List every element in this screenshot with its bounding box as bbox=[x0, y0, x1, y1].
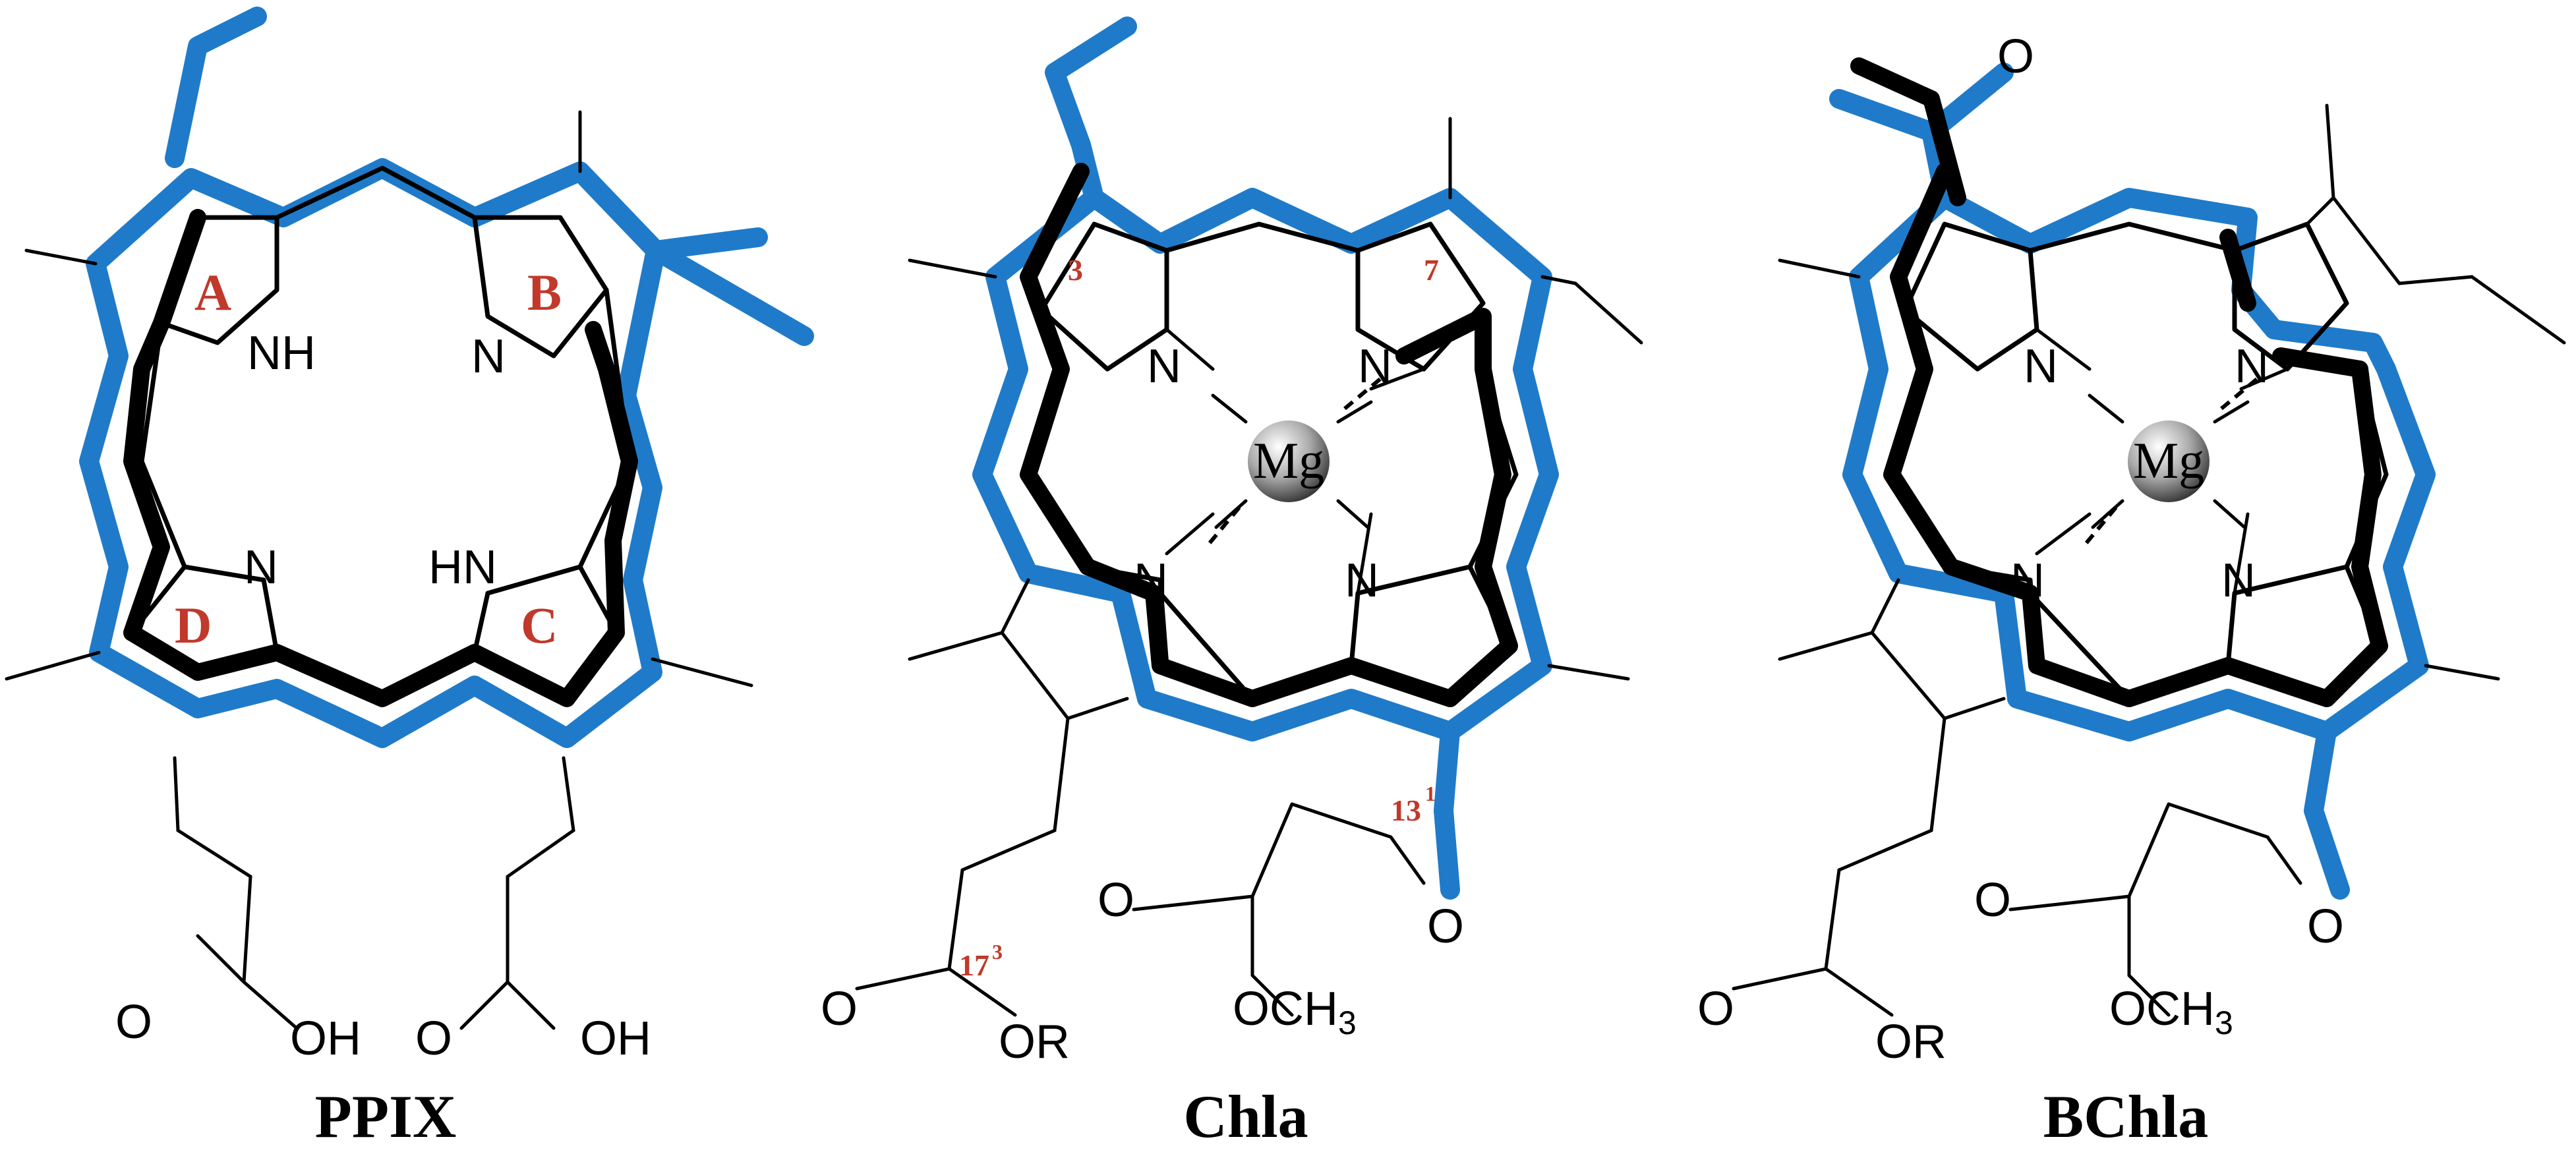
chla-keto-o: O bbox=[1427, 900, 1464, 953]
ppix-acid1-oh: OH bbox=[290, 1012, 361, 1065]
bchla-or: OR bbox=[1875, 1016, 1947, 1068]
ring-label-b: B bbox=[527, 264, 562, 321]
bchla-keto-o: O bbox=[2307, 900, 2344, 953]
bchla-och3: OCH3 bbox=[2109, 983, 2233, 1041]
chla-ester-o: O bbox=[1098, 874, 1134, 927]
ppix-hn-bottom: HN bbox=[428, 541, 497, 594]
chla-pos-7: 7 bbox=[1424, 253, 1439, 287]
chla-mg-label: Mg bbox=[1253, 432, 1324, 489]
chla-acid-o: O bbox=[821, 983, 858, 1035]
bchla-structure: Mg O N N N N O O OCH3 O OR bbox=[1697, 30, 2566, 1068]
bchla-ester-o: O bbox=[1974, 874, 2011, 927]
bchla-mg-label: Mg bbox=[2133, 432, 2204, 489]
ring-label-c: C bbox=[521, 596, 558, 654]
ppix-n-bottom: N bbox=[244, 541, 278, 594]
chla-pos-17-sup: 3 bbox=[992, 940, 1003, 964]
ppix-n-top: N bbox=[471, 330, 506, 383]
chla-och3: OCH3 bbox=[1233, 983, 1357, 1041]
bchla-n-br: N bbox=[2221, 554, 2256, 607]
caption-ppix: PPIX bbox=[315, 1083, 457, 1150]
bchla-n-tr: N bbox=[2235, 340, 2269, 393]
ring-label-d: D bbox=[175, 596, 212, 654]
chla-pos-3: 3 bbox=[1068, 253, 1083, 287]
bchla-mg-atom bbox=[2128, 420, 2210, 502]
chla-mg-atom bbox=[1248, 420, 1330, 502]
chla-n-br: N bbox=[1345, 554, 1379, 607]
caption-chla: Chla bbox=[1183, 1083, 1308, 1150]
bchla-acid-o: O bbox=[1697, 983, 1734, 1035]
chla-n-tl: N bbox=[1147, 340, 1181, 393]
ppix-nh-top: NH bbox=[247, 327, 316, 380]
chla-pos-13-sup: 1 bbox=[1425, 782, 1436, 805]
chla-or: OR bbox=[999, 1016, 1070, 1068]
chla-n-tr: N bbox=[1358, 340, 1392, 393]
chla-pos-17: 17 bbox=[959, 948, 989, 982]
chla-n-bl: N bbox=[1134, 554, 1168, 607]
ring-label-a: A bbox=[194, 264, 231, 321]
ppix-structure: A B C D NH N N HN O OH O OH bbox=[5, 7, 814, 1065]
caption-bchla: BChla bbox=[2043, 1083, 2209, 1150]
chla-pos-13: 13 bbox=[1391, 794, 1421, 827]
bchla-n-tl: N bbox=[2024, 340, 2058, 393]
chla-structure: Mg N N N N 3 7 13 1 17 3 O O OCH3 O OR bbox=[821, 16, 1643, 1068]
bchla-acetyl-o-label: O bbox=[1997, 30, 2034, 83]
ppix-acid1-o: O bbox=[115, 996, 152, 1049]
bchla-n-bl: N bbox=[2010, 554, 2045, 607]
ppix-conjugation-path bbox=[79, 7, 814, 748]
chla-conjugation-path bbox=[972, 16, 1559, 900]
ppix-acid2-o: O bbox=[415, 1012, 452, 1065]
ppix-acid2-oh: OH bbox=[580, 1012, 651, 1065]
